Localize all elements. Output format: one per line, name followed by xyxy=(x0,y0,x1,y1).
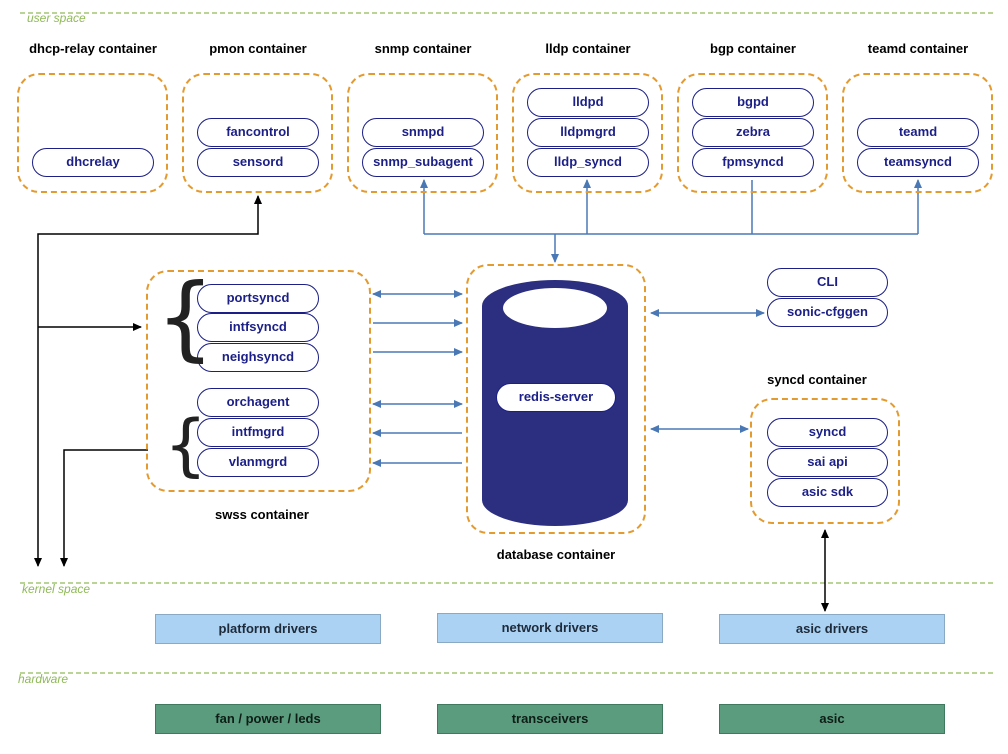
process-teamsyncd: teamsyncd xyxy=(857,148,979,177)
bgp-container xyxy=(677,73,828,193)
user-space-label: user space xyxy=(27,11,86,25)
process-neighsyncd: neighsyncd xyxy=(197,343,319,372)
process-asic-sdk: asic sdk xyxy=(767,478,888,507)
process-bgpd: bgpd xyxy=(692,88,814,117)
process-vlanmgrd: vlanmgrd xyxy=(197,448,319,477)
hardware-fan-power-leds: fan / power / leds xyxy=(155,704,381,734)
pmon-container-title: pmon container xyxy=(209,41,307,56)
dhcp-relay-container xyxy=(17,73,168,193)
swss-container-title: swss container xyxy=(215,507,309,522)
process-portsyncd: portsyncd xyxy=(197,284,319,313)
process-snmpd: snmpd xyxy=(362,118,484,147)
swss-container xyxy=(146,270,371,492)
hardware-label: hardware xyxy=(18,672,69,686)
database-container xyxy=(466,264,646,534)
process-intfmgrd: intfmgrd xyxy=(197,418,319,447)
process-orchagent: orchagent xyxy=(197,388,319,417)
process-zebra: zebra xyxy=(692,118,814,147)
redis-cylinder xyxy=(482,280,628,526)
database-container-title: database container xyxy=(496,547,616,562)
database-cli-syncd-arrows xyxy=(650,309,765,433)
swss-mgr-brace: { xyxy=(164,406,208,485)
process-intfsyncd: intfsyncd xyxy=(197,313,319,342)
teamd-container-title: teamd container xyxy=(867,41,969,56)
hardware-transceivers: transceivers xyxy=(437,704,663,734)
kernel-space-label: kernel space xyxy=(22,582,91,596)
snmp-container-title: snmp container xyxy=(374,41,472,56)
process-snmp-subagent: snmp_subagent xyxy=(362,148,484,177)
syncd-container xyxy=(750,398,900,524)
process-sai-api: sai api xyxy=(767,448,888,477)
kernel-arrows xyxy=(34,195,829,612)
snmp-container xyxy=(347,73,498,193)
bgp-container-title: bgp container xyxy=(710,41,796,56)
process-syncd: syncd xyxy=(767,418,888,447)
tool-cli: CLI xyxy=(767,268,888,297)
asic-drivers: asic drivers xyxy=(719,614,945,644)
hardware-asic: asic xyxy=(719,704,945,734)
dhcp-relay-container-title: dhcp-relay container xyxy=(29,41,157,56)
process-redis-server: redis-server xyxy=(496,383,616,412)
syncd-container-title: syncd container xyxy=(767,372,867,387)
teamd-container xyxy=(842,73,993,193)
process-fancontrol: fancontrol xyxy=(197,118,319,147)
process-dhcrelay: dhcrelay xyxy=(32,148,154,177)
database-bus-arrows xyxy=(420,179,922,263)
swss-sync-brace: { xyxy=(156,264,215,371)
process-lldp-syncd: lldp_syncd xyxy=(527,148,649,177)
process-sensord: sensord xyxy=(197,148,319,177)
process-lldpd: lldpd xyxy=(527,88,649,117)
pmon-container xyxy=(182,73,333,193)
swss-database-arrows xyxy=(372,290,463,467)
lldp-container-title: lldp container xyxy=(545,41,631,56)
network-drivers: network drivers xyxy=(437,613,663,643)
tool-sonic-cfggen: sonic-cfggen xyxy=(767,298,888,327)
lldp-container xyxy=(512,73,663,193)
process-fpmsyncd: fpmsyncd xyxy=(692,148,814,177)
platform-drivers: platform drivers xyxy=(155,614,381,644)
process-lldpmgrd: lldpmgrd xyxy=(527,118,649,147)
process-teamd: teamd xyxy=(857,118,979,147)
